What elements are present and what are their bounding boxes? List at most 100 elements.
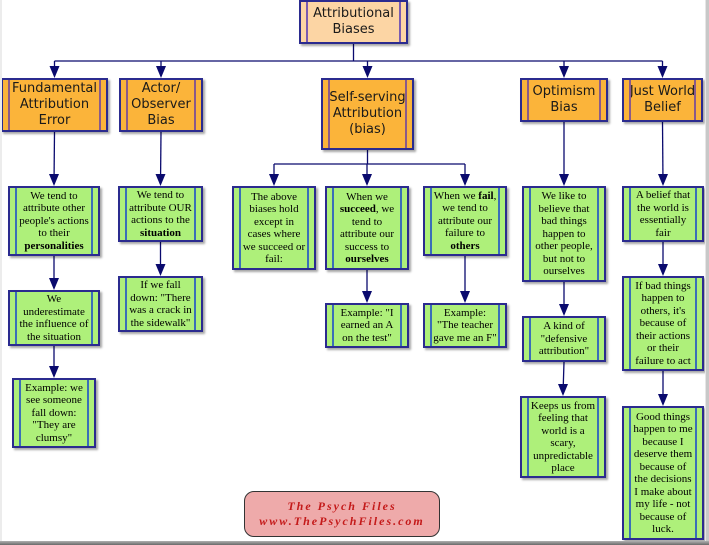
frame-left-edge bbox=[0, 0, 2, 545]
arrowhead-icon bbox=[558, 384, 568, 396]
arrowhead-icon bbox=[460, 174, 470, 186]
arrowhead-icon bbox=[49, 278, 59, 290]
body-text: We like to believe that bad things happe… bbox=[535, 190, 593, 278]
fae-example-text: Example: we see someone fall down: "They… bbox=[22, 382, 86, 445]
body-text: The above biases hold except in cases wh… bbox=[242, 190, 306, 266]
node-self-note: The above biases hold except in cases wh… bbox=[232, 186, 316, 270]
self-line-2: Attribution bbox=[332, 106, 403, 121]
arrowhead-icon bbox=[49, 366, 59, 378]
arrowhead-icon bbox=[155, 174, 166, 186]
node-justworld-fair: A belief that the world is essentially f… bbox=[622, 186, 704, 242]
arrowhead-icon bbox=[658, 174, 668, 186]
arrowhead-icon bbox=[559, 174, 569, 186]
actor-line-3: Bias bbox=[147, 113, 175, 128]
self-note-text: The above biases hold except in cases wh… bbox=[242, 191, 306, 266]
justworld-line-2: Belief bbox=[644, 100, 681, 115]
fae-line-1: Fundamental bbox=[11, 81, 98, 96]
emphasis-text: situation bbox=[140, 226, 181, 239]
body-text: , we tend to attribute our failure to bbox=[437, 189, 497, 240]
arrowhead-icon bbox=[559, 66, 569, 78]
root-line-1: Attributional bbox=[313, 6, 394, 21]
justworld-line-1: Just World bbox=[629, 84, 696, 99]
body-text: Example: "I earned an A on the test" bbox=[340, 306, 394, 344]
arrowhead-icon bbox=[658, 394, 668, 406]
fae-line-3: Error bbox=[38, 113, 71, 128]
body-text: We tend to attribute other people's acti… bbox=[19, 189, 89, 240]
body-text: Example: we see someone fall down: "They… bbox=[25, 381, 83, 444]
arrowhead-icon bbox=[155, 264, 166, 276]
fae-personalities-text: We tend to attribute other people's acti… bbox=[18, 190, 90, 253]
body-text: When we bbox=[346, 190, 388, 203]
node-actor-example: If we fall down: "There was a crack in t… bbox=[118, 276, 203, 332]
body-text: Keeps us from feeling that world is a sc… bbox=[530, 399, 596, 475]
emphasis-text: succeed bbox=[339, 203, 376, 215]
node-self-succeed: When we succeed, we tend to attribute ou… bbox=[325, 186, 409, 270]
emphasis-text: personalities bbox=[24, 239, 84, 252]
actor-line-2: Observer bbox=[131, 97, 191, 112]
emphasis-text: fail bbox=[478, 189, 494, 202]
body-text: If we fall down: "There was a crack in t… bbox=[129, 279, 192, 329]
node-justworld-good-things: Good things happen to me because I deser… bbox=[622, 406, 704, 540]
node-fae-underestimate: We underestimate the influence of the si… bbox=[8, 290, 100, 346]
frame-right-edge bbox=[705, 0, 709, 545]
actor-situation-text: We tend to attribute OUR actions to the … bbox=[128, 189, 193, 239]
node-self-fail-example: Example: "The teacher gave me an F" bbox=[423, 303, 507, 348]
emphasis-text: ourselves bbox=[345, 253, 389, 265]
body-text: A belief that the world is essentially f… bbox=[635, 189, 691, 239]
node-actor-situation: We tend to attribute OUR actions to the … bbox=[118, 186, 203, 242]
arrowhead-icon bbox=[362, 66, 373, 78]
body-text: A kind of "defensive attribution" bbox=[538, 320, 590, 358]
node-self-succeed-example: Example: "I earned an A on the test" bbox=[325, 303, 409, 348]
justworld-bad-things-text: If bad things happen to others, it's bec… bbox=[632, 280, 694, 368]
actor-example-text: If we fall down: "There was a crack in t… bbox=[128, 279, 193, 329]
self-fail-text: When we fail, we tend to attribute our f… bbox=[433, 190, 497, 253]
self-line-3: (bias) bbox=[349, 122, 386, 137]
node-optimism-defensive: A kind of "defensive attribution" bbox=[522, 316, 606, 362]
body-text: We underestimate the influence of the si… bbox=[19, 293, 89, 343]
optimism-belief-text: We like to believe that bad things happe… bbox=[532, 190, 596, 278]
self-line-1: Self-serving bbox=[329, 90, 406, 105]
body-text: Good things happen to me because I deser… bbox=[633, 410, 693, 536]
arrowhead-icon bbox=[49, 66, 60, 78]
root-line-2: Biases bbox=[332, 22, 375, 37]
brand-url[interactable]: www.ThePsychFiles.com bbox=[259, 514, 425, 528]
justworld-fair-text: A belief that the world is essentially f… bbox=[632, 189, 694, 239]
arrowhead-icon bbox=[559, 304, 569, 316]
node-fae-example: Example: we see someone fall down: "They… bbox=[12, 378, 96, 448]
optimism-line-2: Bias bbox=[550, 100, 578, 115]
fae-line-2: Attribution bbox=[19, 97, 90, 112]
node-justworld-bad-things: If bad things happen to others, it's bec… bbox=[622, 276, 704, 371]
justworld-good-things-text: Good things happen to me because I deser… bbox=[632, 411, 694, 536]
self-succeed-example-text: Example: "I earned an A on the test" bbox=[335, 307, 399, 345]
psych-files-brand-badge: The Psych Files www.ThePsychFiles.com bbox=[244, 491, 440, 537]
arrowhead-icon bbox=[362, 291, 372, 303]
arrowhead-icon bbox=[657, 66, 668, 78]
emphasis-text: others bbox=[450, 239, 480, 252]
arrowhead-icon bbox=[658, 264, 668, 276]
self-succeed-text: When we succeed, we tend to attribute ou… bbox=[335, 191, 399, 266]
node-optimism-keeps-us: Keeps us from feeling that world is a sc… bbox=[520, 396, 606, 478]
node-self-fail: When we fail, we tend to attribute our f… bbox=[423, 186, 507, 256]
body-text: When we bbox=[433, 189, 479, 202]
connector-line bbox=[661, 121, 664, 185]
optimism-keeps-us-text: Keeps us from feeling that world is a sc… bbox=[530, 400, 596, 475]
arrowhead-icon bbox=[49, 174, 59, 186]
frame-bottom-edge bbox=[0, 541, 709, 545]
body-text: If bad things happen to others, it's bec… bbox=[635, 279, 691, 367]
self-fail-example-text: Example: "The teacher gave me an F" bbox=[433, 307, 497, 345]
optimism-defensive-text: A kind of "defensive attribution" bbox=[532, 320, 596, 358]
arrowhead-icon bbox=[269, 174, 279, 186]
fae-underestimate-text: We underestimate the influence of the si… bbox=[18, 293, 90, 343]
body-text: , we tend to attribute our success to bbox=[339, 203, 395, 253]
arrowhead-icon bbox=[362, 174, 372, 186]
arrowhead-icon bbox=[156, 66, 166, 78]
optimism-line-1: Optimism bbox=[532, 84, 596, 99]
actor-line-1: Actor/ bbox=[141, 81, 181, 96]
